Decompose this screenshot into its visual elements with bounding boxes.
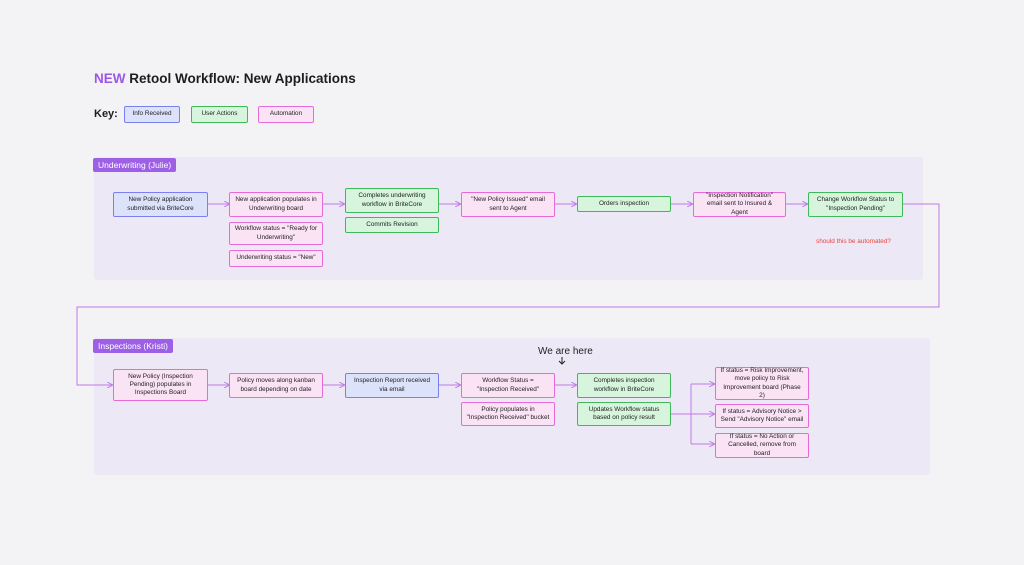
uw-policy-issued-email: "New Policy Issued" email sent to Agent	[461, 192, 555, 217]
uw-commits-revision: Commits Revision	[345, 217, 439, 233]
diagram-title: NEW Retool Workflow: New Applications	[94, 71, 356, 86]
uw-application-populates: New application populates in Underwritin…	[229, 192, 323, 217]
insp-risk-improvement: If status = Risk Improvement, move polic…	[715, 367, 809, 400]
title-new-badge: NEW	[94, 71, 126, 86]
key-info-received: Info Received	[124, 106, 180, 123]
key-label: Key:	[94, 108, 118, 120]
inspections-lane-tag: Inspections (Kristi)	[93, 339, 173, 353]
uw-workflow-status-ready: Workflow status = "Ready for Underwritin…	[229, 222, 323, 245]
key-automation: Automation	[258, 106, 314, 123]
insp-report-received: Inspection Report received via email	[345, 373, 439, 398]
title-text: Retool Workflow: New Applications	[129, 71, 356, 86]
uw-orders-inspection: Orders inspection	[577, 196, 671, 212]
key-user-actions: User Actions	[191, 106, 248, 123]
uw-completes-workflow: Completes underwriting workflow in Brite…	[345, 188, 439, 213]
underwriting-lane-tag: Underwriting (Julie)	[93, 158, 177, 172]
we-are-here-label: We are here	[538, 346, 593, 357]
insp-kanban-move: Policy moves along kanban board dependin…	[229, 373, 323, 398]
uw-underwriting-status-new: Underwriting status = "New"	[229, 250, 323, 267]
insp-received-bucket: Policy populates in "Inspection Received…	[461, 402, 555, 426]
insp-new-policy-populates: New Policy (Inspection Pending) populate…	[113, 369, 208, 401]
insp-updates-status: Updates Workflow status based on policy …	[577, 402, 671, 426]
uw-change-status-pending: Change Workflow Status to "Inspection Pe…	[808, 192, 903, 217]
insp-completes-workflow: Completes inspection workflow in BriteCo…	[577, 373, 671, 398]
insp-no-action-remove: If status = No Action or Cancelled, remo…	[715, 433, 809, 458]
down-arrow-icon	[558, 357, 566, 365]
insp-advisory-notice: If status = Advisory Notice > Send "Advi…	[715, 404, 809, 428]
uw-inspection-notification-email: "Inspection Notification" email sent to …	[693, 192, 786, 217]
uw-automation-note: should this be automated?	[816, 238, 891, 245]
insp-workflow-status-received: Workflow Status = "Inspection Received"	[461, 373, 555, 398]
uw-new-policy-submitted: New Policy application submitted via Bri…	[113, 192, 208, 217]
